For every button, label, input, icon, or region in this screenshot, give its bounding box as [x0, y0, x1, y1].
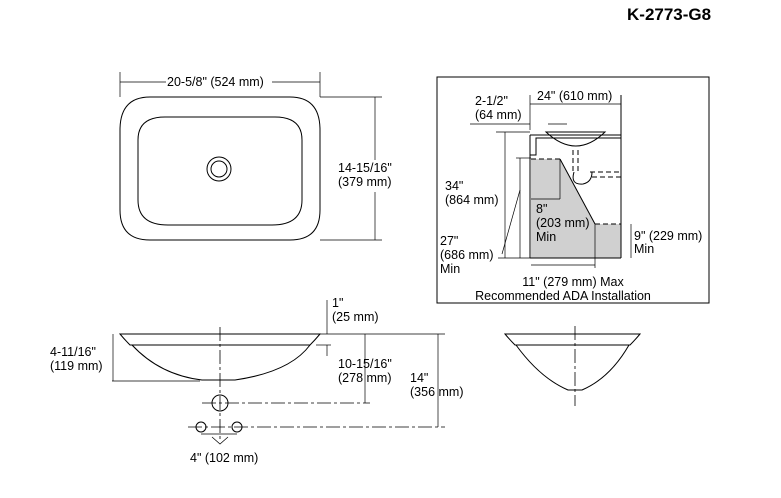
bowl-depth-in: 4-11/16"	[50, 345, 96, 359]
ada-sink-bowl	[544, 131, 607, 147]
counter-height-in: 34"	[445, 179, 463, 193]
knee-depth-mm: (203 mm)	[536, 216, 589, 230]
faucet-hole-left-icon	[195, 421, 207, 433]
drain-outer-icon	[206, 156, 232, 182]
ada-installation-panel: 24" (610 mm) 2-1/2" (64 mm) 34" (864 mm)…	[436, 76, 710, 304]
faucet-hole-right-icon	[231, 421, 243, 433]
rim-offset-mm: (25 mm)	[332, 310, 379, 324]
cabinet-width-label: 24" (610 mm)	[537, 89, 612, 103]
p-trap-icon	[572, 171, 593, 185]
toe-height-label: 9" (229 mm)	[634, 229, 702, 243]
toe-height-min: Min	[634, 242, 654, 256]
side-rim	[503, 333, 642, 346]
width-label: 20-5/8" (524 mm)	[167, 75, 264, 89]
drain-inner-icon	[210, 160, 228, 178]
ada-caption: Recommended ADA Installation	[475, 289, 651, 303]
drain-drop-mm: (278 mm)	[338, 371, 391, 385]
drain-drop-in: 10-15/16"	[338, 357, 392, 371]
depth-label-mm: (379 mm)	[338, 175, 391, 189]
setback-label-mm: (64 mm)	[475, 108, 522, 122]
knee-height-min: Min	[440, 262, 460, 276]
knee-depth-min: Min	[536, 230, 556, 244]
knee-height-mm: (686 mm)	[440, 248, 493, 262]
knee-height-in: 27"	[440, 234, 458, 248]
setback-label-in: 2-1/2"	[475, 94, 508, 108]
sink-outer-outline	[119, 96, 321, 241]
sink-bowl-outline	[137, 116, 303, 226]
ada-frame	[436, 76, 710, 304]
supply-spacing-label: 4" (102 mm)	[190, 451, 258, 465]
side-view	[503, 326, 642, 406]
front-view: 4-11/16" (119 mm) 1" (25 mm) 10-15/16" (…	[50, 296, 463, 465]
knee-clearance-area	[531, 159, 621, 258]
top-view: 20-5/8" (524 mm) 14-15/16" (379 mm)	[119, 72, 392, 241]
front-bowl	[131, 344, 311, 381]
rim-offset-in: 1"	[332, 296, 343, 310]
bowl-depth-mm: (119 mm)	[50, 359, 103, 373]
toe-depth-label: 11" (279 mm) Max	[522, 275, 624, 289]
counter-height-mm: (864 mm)	[445, 193, 498, 207]
depth-label-in: 14-15/16"	[338, 161, 392, 175]
knee-depth-in: 8"	[536, 202, 547, 216]
supply-drop-mm: (356 mm)	[410, 385, 463, 399]
supply-drop-in: 14"	[410, 371, 428, 385]
model-number: K-2773-G8	[627, 5, 711, 24]
side-bowl	[515, 344, 630, 391]
